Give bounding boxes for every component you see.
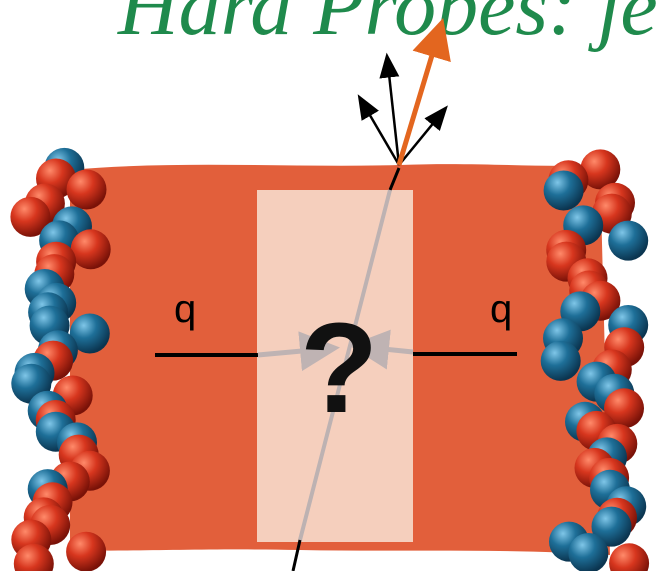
title-text: Hard Probes: je	[117, 0, 658, 53]
proton-sphere	[71, 229, 111, 269]
neutron-sphere	[544, 171, 584, 211]
proton-sphere	[609, 543, 649, 571]
proton-sphere	[66, 532, 106, 571]
leading-particle-arrow	[399, 42, 436, 165]
q-label-right: q	[490, 287, 512, 331]
proton-sphere	[67, 170, 107, 210]
unknown-mark: ?	[300, 297, 378, 440]
q-label-left: q	[174, 287, 196, 331]
neutron-sphere	[541, 341, 581, 381]
neutron-sphere	[608, 221, 648, 261]
